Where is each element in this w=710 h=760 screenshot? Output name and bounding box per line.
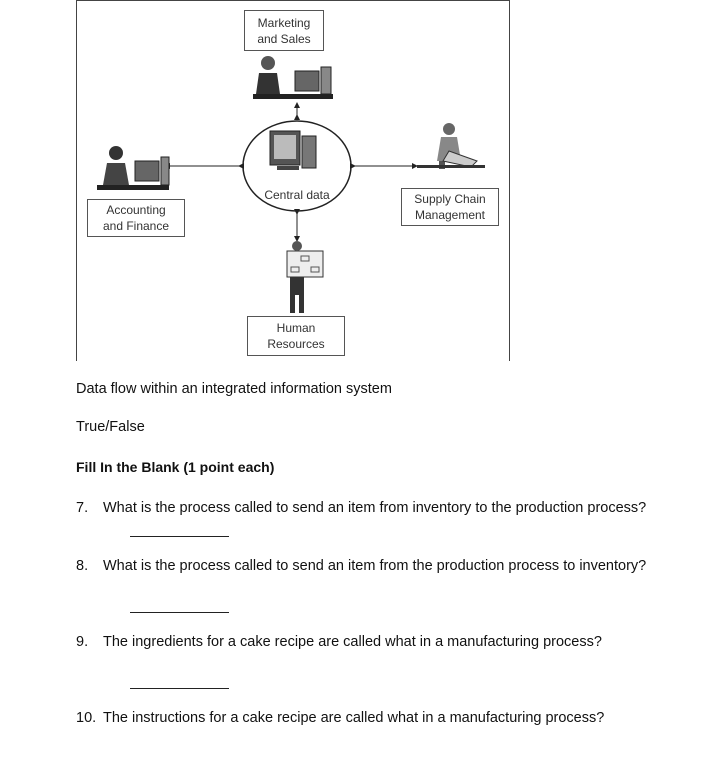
question-text: What is the process called to send an it… xyxy=(103,500,646,516)
question-number: 10. xyxy=(76,710,103,726)
answer-blank-8[interactable] xyxy=(130,612,229,613)
marketing-sales-box: Marketing and Sales xyxy=(244,10,324,51)
marketing-line2: and Sales xyxy=(245,31,323,47)
marketing-line1: Marketing xyxy=(245,15,323,31)
question-10: 10.The instructions for a cake recipe ar… xyxy=(76,710,604,726)
integrated-system-figure: Marketing and Sales Accounting and Finan… xyxy=(76,0,510,361)
question-number: 7. xyxy=(76,500,103,516)
data-flow-diagram xyxy=(77,1,509,361)
answer-blank-7[interactable] xyxy=(130,536,229,537)
question-text: What is the process called to send an it… xyxy=(103,558,646,574)
question-9: 9.The ingredients for a cake recipe are … xyxy=(76,634,602,650)
supply-chain-box: Supply Chain Management xyxy=(401,188,499,226)
hr-illustration xyxy=(287,241,323,313)
hr-line1: Human xyxy=(248,320,344,336)
question-text: The instructions for a cake recipe are c… xyxy=(103,710,604,726)
question-number: 9. xyxy=(76,634,103,650)
central-data-label: Central data xyxy=(253,188,341,202)
accounting-line2: and Finance xyxy=(88,218,184,234)
accounting-finance-box: Accounting and Finance xyxy=(87,199,185,237)
answer-type: True/False xyxy=(76,419,145,435)
question-number: 8. xyxy=(76,558,103,574)
accounting-line1: Accounting xyxy=(88,202,184,218)
marketing-illustration xyxy=(253,56,333,99)
supply-line2: Management xyxy=(402,207,498,223)
supply-line1: Supply Chain xyxy=(402,191,498,207)
human-resources-box: Human Resources xyxy=(247,316,345,356)
section-title: Fill In the Blank (1 point each) xyxy=(76,459,274,475)
hr-line2: Resources xyxy=(248,336,344,352)
question-8: 8.What is the process called to send an … xyxy=(76,558,646,574)
figure-caption: Data flow within an integrated informati… xyxy=(76,381,392,397)
answer-blank-9[interactable] xyxy=(130,688,229,689)
central-computer-icon xyxy=(270,131,316,170)
question-text: The ingredients for a cake recipe are ca… xyxy=(103,634,602,650)
supply-chain-illustration xyxy=(417,123,485,169)
question-7: 7.What is the process called to send an … xyxy=(76,500,646,516)
accounting-illustration xyxy=(97,146,169,190)
